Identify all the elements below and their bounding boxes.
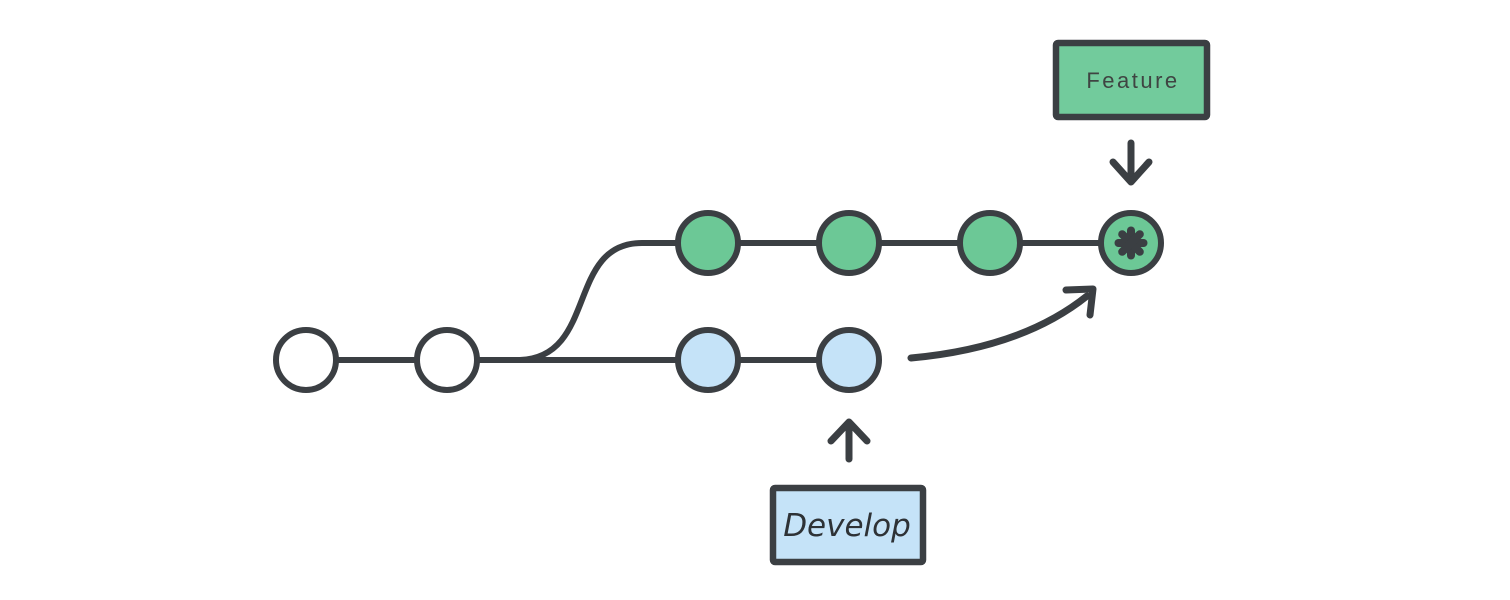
commit-node-develop-1 (675, 327, 741, 393)
commit-node-trunk-1 (273, 327, 339, 393)
arrow-up-icon (827, 418, 871, 463)
head-commit-asterisk-icon (1114, 226, 1148, 260)
feature-label-box (1052, 39, 1211, 121)
develop-label-box (769, 484, 927, 566)
feature-branch-line (519, 240, 1131, 363)
merge-arrow-icon (907, 285, 1097, 362)
feature-label: Feature (1086, 68, 1179, 93)
merge-arrow-shaft (907, 292, 1091, 362)
feature-callout: Feature (1052, 39, 1211, 186)
commit-node-trunk-2 (414, 327, 480, 393)
develop-label: Develop (783, 508, 911, 544)
commit-node-develop-2 (816, 327, 882, 393)
commit-node-feature-3 (957, 210, 1023, 276)
develop-callout: Develop (769, 418, 927, 566)
merge-arrow-head (1062, 285, 1097, 319)
arrow-down-icon (1109, 139, 1153, 186)
commit-node-feature-2 (816, 210, 882, 276)
commit-node-feature-1 (675, 210, 741, 276)
